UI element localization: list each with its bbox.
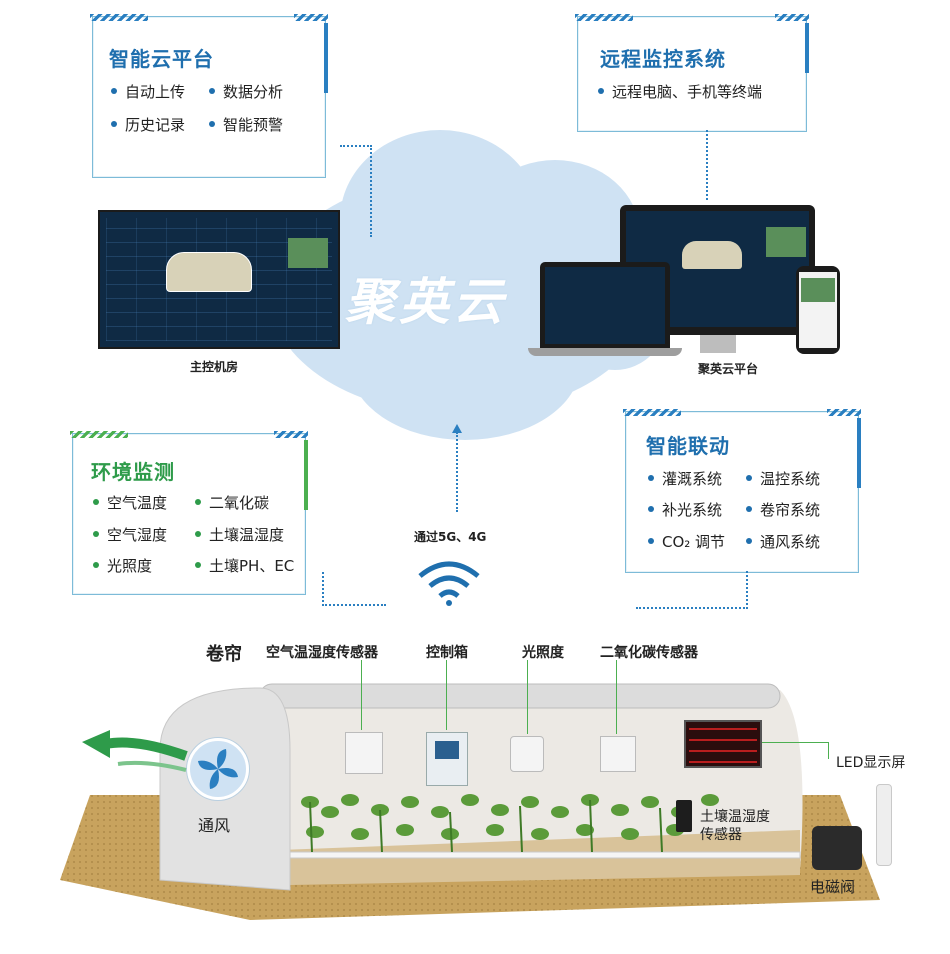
- environment-title: 环境监测: [91, 460, 175, 484]
- light-label: 光照度: [522, 645, 564, 661]
- co2-sensor-label: 二氧化碳传感器: [600, 645, 698, 661]
- environment-item: 空气温度: [92, 494, 168, 512]
- smartphone: [796, 266, 840, 354]
- environment-item: 土壤温湿度: [194, 526, 285, 544]
- cloud-platform-item: 智能预警: [208, 116, 284, 134]
- connector-line: [762, 742, 829, 759]
- connector-line: [322, 572, 386, 606]
- valve-label: 电磁阀: [810, 878, 856, 896]
- water-pipe: [876, 784, 892, 866]
- fan-icon: [187, 738, 249, 800]
- plants: [301, 794, 719, 853]
- cloud-watermark: 聚英云: [345, 273, 507, 331]
- cloud-platform-item: 自动上传: [110, 83, 186, 101]
- greenhouse-thumbnail: [166, 252, 252, 292]
- connector-line: [340, 145, 372, 237]
- linkage-box: 智能联动 灌溉系统 温控系统 补光系统 卷帘系统 CO₂ 调节 通风系统: [623, 409, 861, 573]
- environment-item: 空气湿度: [92, 526, 168, 544]
- cloud-platform-item: 数据分析: [208, 83, 284, 101]
- connector-line: [456, 432, 472, 512]
- connector-line: [361, 660, 362, 730]
- platform-caption: 聚英云平台: [698, 362, 759, 376]
- connector-line: [527, 660, 528, 734]
- connector-line: [706, 130, 732, 200]
- control-room-caption: 主控机房: [190, 360, 239, 374]
- remote-monitoring-item: 远程电脑、手机等终端: [597, 83, 763, 101]
- connector-line: [446, 660, 447, 730]
- airflow-arrow-icon: [82, 730, 188, 772]
- ventilation-label: 通风: [198, 816, 231, 835]
- air-sensor-device: [345, 732, 383, 774]
- arrow-up-icon: [452, 424, 462, 433]
- wifi-icon: [418, 561, 480, 606]
- air-sensor-label: 空气温湿度传感器: [266, 645, 378, 661]
- cloud-platform-title: 智能云平台: [109, 47, 214, 71]
- soil-sensor-label-1: 土壤温湿度: [700, 809, 770, 825]
- cloud-platform-box: 智能云平台 自动上传 数据分析 历史记录 智能预警: [90, 14, 328, 178]
- monitor-stand: [700, 335, 736, 353]
- network-label: 通过5G、4G: [414, 530, 487, 544]
- environment-item: 光照度: [92, 557, 153, 575]
- environment-item: 土壤PH、EC: [194, 557, 295, 575]
- laptop-base: [528, 348, 682, 356]
- photo-thumbnail: [288, 238, 328, 268]
- light-sensor-device: [510, 736, 544, 772]
- environment-item: 二氧化碳: [194, 494, 270, 512]
- control-room-screen: [98, 210, 340, 349]
- linkage-item: 灌溉系统: [647, 470, 723, 488]
- control-box-label: 控制箱: [426, 645, 468, 661]
- led-display: [684, 720, 762, 768]
- cloud-platform-item: 历史记录: [110, 116, 186, 134]
- co2-sensor-device: [600, 736, 636, 772]
- remote-monitoring-title: 远程监控系统: [600, 47, 726, 71]
- linkage-title: 智能联动: [646, 434, 730, 458]
- environment-box: 环境监测 空气温度 二氧化碳 空气湿度 土壤温湿度 光照度 土壤PH、EC: [70, 431, 308, 595]
- linkage-item: 通风系统: [745, 533, 821, 551]
- connector-line: [636, 571, 748, 609]
- control-box-device: [426, 732, 468, 786]
- led-label: LED显示屏: [836, 755, 906, 771]
- connector-line: [616, 660, 617, 734]
- linkage-item: 卷帘系统: [745, 501, 821, 519]
- curtain-label: 卷帘: [206, 644, 242, 665]
- linkage-item: 补光系统: [647, 501, 723, 519]
- laptop: [540, 262, 670, 348]
- linkage-item: 温控系统: [745, 470, 821, 488]
- solenoid-valve-device: [812, 826, 862, 870]
- soil-sensor-label-2: 传感器: [700, 827, 742, 843]
- soil-sensor-device: [676, 800, 692, 832]
- linkage-item: CO₂ 调节: [647, 533, 726, 551]
- remote-monitoring-box: 远程监控系统 远程电脑、手机等终端: [575, 14, 809, 132]
